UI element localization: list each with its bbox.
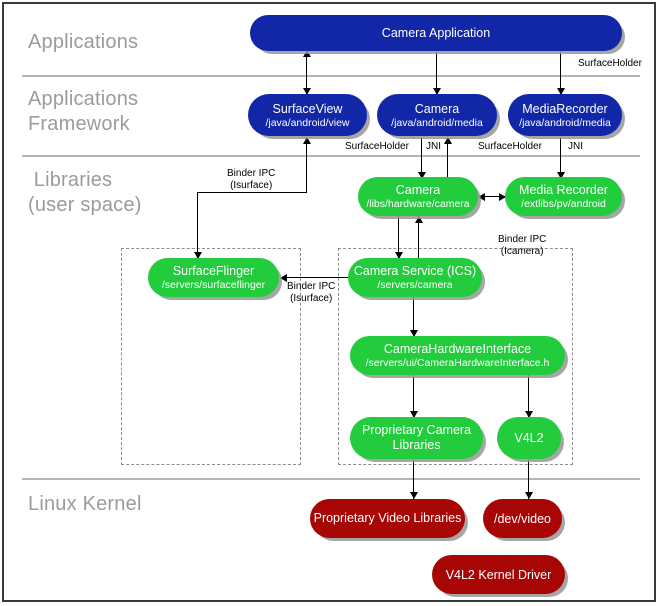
node-camera-hardware-interface-path: /servers/ui/CameraHardwareInterface.h	[365, 357, 550, 369]
edge-surfaceview-cameraapp	[306, 50, 308, 95]
arrowhead-surfaceflinger-from-surfaceview	[193, 252, 202, 259]
annotation-surfaceholder-top: SurfaceHolder	[578, 58, 642, 69]
arrowhead-surfaceview-from-surfaceflinger	[302, 137, 311, 144]
annotation-surfaceholder-left: SurfaceHolder	[345, 141, 409, 152]
node-proprietary-video-libraries-title: Proprietary Video Libraries	[313, 511, 462, 525]
node-dev-video[interactable]: /dev/video	[483, 499, 562, 538]
annotation-surfaceholder-right: SurfaceHolder	[478, 141, 542, 152]
node-mediarecorder-java-title: MediaRecorder	[522, 101, 608, 116]
arrowhead-mediarecorderjava	[556, 88, 565, 95]
edge-proprietary-camera-to-video	[413, 459, 415, 499]
arrowhead-proprietary-camera-libraries	[409, 411, 418, 418]
arrowhead-mediarecorderlib	[556, 172, 565, 179]
arrowhead-cameralib-up	[414, 216, 423, 223]
node-surfaceview-path: /java/android/view	[265, 116, 350, 129]
node-surfaceflinger-title: SurfaceFlinger	[172, 264, 255, 278]
node-camera-lib[interactable]: Camera /libs/hardware/camera	[358, 177, 478, 216]
node-mediarecorder-java[interactable]: MediaRecorder /java/android/media	[508, 94, 622, 136]
edge-cameraapp-camerajava	[436, 50, 438, 94]
arrowhead-surfaceview-from-cameraapp	[302, 88, 311, 95]
layer-label-linux-kernel: Linux Kernel	[28, 493, 142, 515]
edge-chi-v4l2	[528, 375, 530, 417]
dashed-group-surfaceflinger	[121, 248, 301, 465]
node-camera-java-path: /java/android/media	[391, 116, 483, 129]
node-proprietary-camera-libraries-title: Proprietary Camera Libraries	[361, 423, 472, 452]
edge-camerajava-cameralib-down	[421, 137, 423, 178]
edge-v4l2-devvideo	[528, 459, 530, 499]
node-v4l2[interactable]: V4L2	[497, 417, 561, 459]
edge-binder-isurface-horizontal	[197, 192, 307, 194]
node-camera-service-path: /servers/camera	[377, 279, 453, 291]
edge-cameralib-camerajava-up	[447, 137, 449, 178]
arrowhead-devvideo	[524, 492, 533, 499]
node-media-recorder-lib-title: Media Recorder	[519, 183, 608, 197]
layer-label-libraries: Libraries (user space)	[28, 169, 142, 216]
divider-framework	[22, 155, 640, 157]
arrowhead-cameralib-left	[478, 192, 485, 201]
edge-binder-isurface-riser	[306, 137, 308, 193]
node-dev-video-title: /dev/video	[494, 511, 551, 526]
dashed-group-camera-stack	[338, 248, 573, 465]
node-v4l2-title: V4L2	[514, 431, 544, 445]
arrowhead-v4l2	[524, 411, 533, 418]
divider-kernel	[22, 478, 640, 480]
annotation-binder-icamera: Binder IPC (Icamera)	[498, 234, 547, 257]
node-media-recorder-lib-path: /extlibs/pv/android	[521, 198, 606, 210]
arrowhead-proprietary-video-libraries	[409, 492, 418, 499]
node-proprietary-camera-libraries[interactable]: Proprietary Camera Libraries	[350, 417, 483, 459]
node-camera-lib-title: Camera	[395, 183, 441, 197]
node-v4l2-kernel-driver-title: V4L2 Kernel Driver	[445, 567, 552, 582]
node-surfaceflinger[interactable]: SurfaceFlinger /servers/surfaceflinger	[148, 258, 279, 297]
annotation-binder-isurface-top: Binder IPC (Isurface)	[227, 168, 276, 191]
annotation-binder-isurface-mid: Binder IPC (Isurface)	[287, 281, 336, 304]
node-surfaceview-title: SurfaceView	[272, 101, 343, 116]
node-camera-application[interactable]: Camera Application	[250, 15, 622, 51]
annotation-jni-right: JNI	[568, 141, 583, 152]
edge-cameralib-mediarecorderlib	[479, 196, 506, 198]
node-v4l2-kernel-driver[interactable]: V4L2 Kernel Driver	[432, 555, 565, 594]
divider-applications	[22, 75, 640, 77]
edge-cameraservice-chi	[413, 297, 415, 336]
node-mediarecorder-java-path: /java/android/media	[519, 116, 611, 129]
node-proprietary-video-libraries[interactable]: Proprietary Video Libraries	[310, 499, 465, 538]
node-camera-java-title: Camera	[414, 101, 460, 116]
arrowhead-camerajava	[432, 88, 441, 95]
edge-mediarecorderjava-mediarecorderlib	[560, 137, 562, 178]
edge-cameraservice-surfaceflinger	[283, 277, 349, 279]
layer-label-applications-framework: Applications Framework	[28, 88, 139, 135]
edge-cameralib-cameraservice-down	[398, 216, 400, 258]
node-camera-java[interactable]: Camera /java/android/media	[377, 94, 497, 136]
arrowhead-surfaceflinger-left	[280, 273, 287, 282]
annotation-jni-left: JNI	[426, 141, 441, 152]
node-camera-hardware-interface-title: CameraHardwareInterface	[383, 342, 532, 356]
edge-cameraapp-mediarecorderjava	[560, 50, 562, 94]
node-camera-application-title: Camera Application	[381, 26, 491, 40]
edge-chi-proprietary-camera-libraries	[413, 375, 415, 417]
edge-cameraservice-cameralib-up	[418, 216, 420, 258]
arrowhead-mediarecorderlib-right	[499, 192, 506, 201]
node-surfaceview[interactable]: SurfaceView /java/android/view	[248, 94, 367, 136]
node-camera-service[interactable]: Camera Service (ICS) /servers/camera	[348, 258, 482, 297]
arrowhead-chi	[409, 330, 418, 337]
layer-label-applications: Applications	[28, 31, 139, 53]
edge-binder-isurface-drop	[197, 192, 199, 258]
arrowhead-camerajava-up	[443, 137, 452, 144]
arrowhead-cameraapp-from-surfaceview	[302, 50, 311, 57]
node-camera-lib-path: /libs/hardware/camera	[366, 198, 470, 210]
node-camera-service-title: Camera Service (ICS)	[353, 264, 477, 278]
node-surfaceflinger-path: /servers/surfaceflinger	[161, 279, 266, 291]
node-media-recorder-lib[interactable]: Media Recorder /extlibs/pv/android	[505, 177, 622, 216]
node-camera-hardware-interface[interactable]: CameraHardwareInterface /servers/ui/Came…	[350, 336, 565, 375]
arrowhead-cameralib-down	[417, 172, 426, 179]
arrowhead-cameraservice-down	[394, 252, 403, 259]
